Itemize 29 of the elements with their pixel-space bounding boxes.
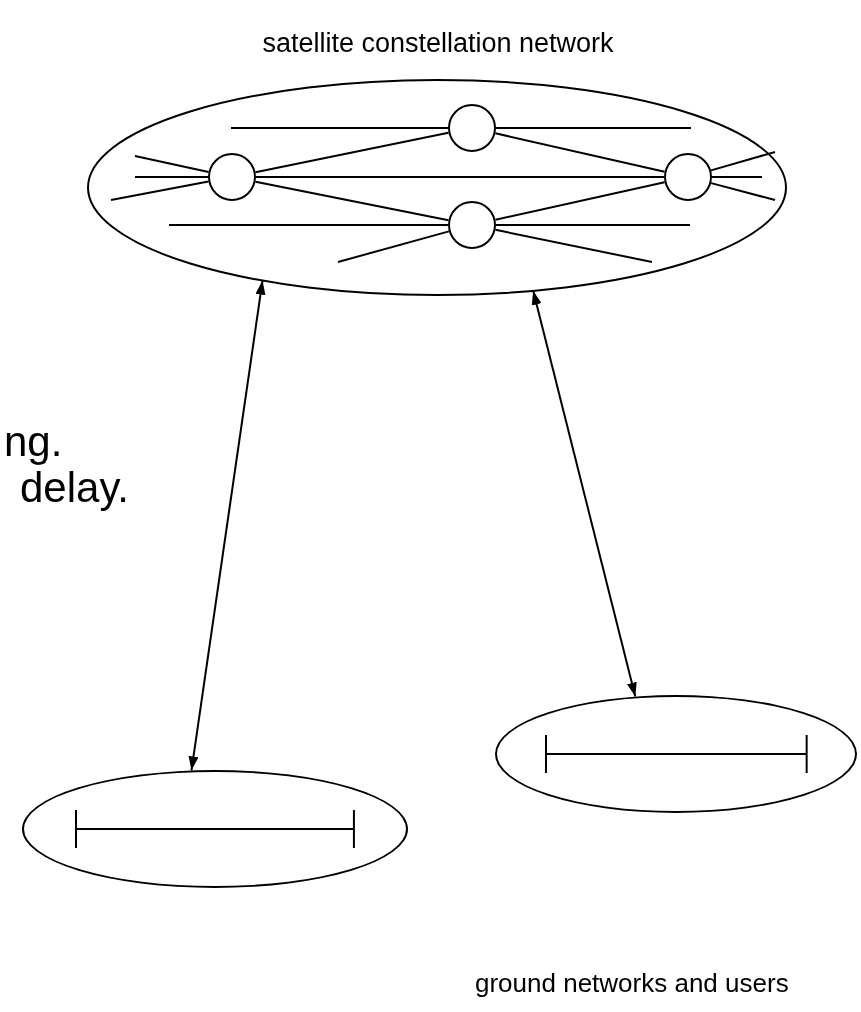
link-line bbox=[337, 230, 450, 263]
satellite-node bbox=[448, 104, 496, 152]
note-text: ng. bbox=[4, 418, 63, 466]
link-line bbox=[494, 181, 666, 221]
link-line bbox=[134, 155, 210, 173]
note-text: delay. bbox=[20, 464, 129, 512]
ground-network-ellipse bbox=[495, 695, 857, 813]
arrow bbox=[531, 289, 637, 698]
link-line bbox=[494, 228, 653, 263]
link-line bbox=[254, 180, 450, 222]
network-label: satellite constellation network bbox=[261, 28, 615, 59]
satellite-node bbox=[664, 153, 712, 201]
satellite-node bbox=[208, 153, 256, 201]
link-line bbox=[254, 131, 450, 174]
link-line bbox=[711, 176, 763, 178]
arrow bbox=[188, 279, 266, 772]
link-line bbox=[495, 127, 692, 129]
link-line bbox=[110, 180, 210, 201]
link-line bbox=[168, 224, 449, 226]
link-line bbox=[134, 176, 209, 178]
link-line bbox=[230, 127, 449, 129]
link-line bbox=[495, 224, 691, 226]
satellite-node bbox=[448, 201, 496, 249]
ground-network-ellipse bbox=[22, 770, 408, 888]
link-line bbox=[710, 151, 776, 172]
link-line bbox=[710, 182, 776, 201]
link-line bbox=[494, 132, 666, 173]
link-line bbox=[255, 176, 665, 178]
note-text: ground networks and users bbox=[475, 968, 789, 999]
